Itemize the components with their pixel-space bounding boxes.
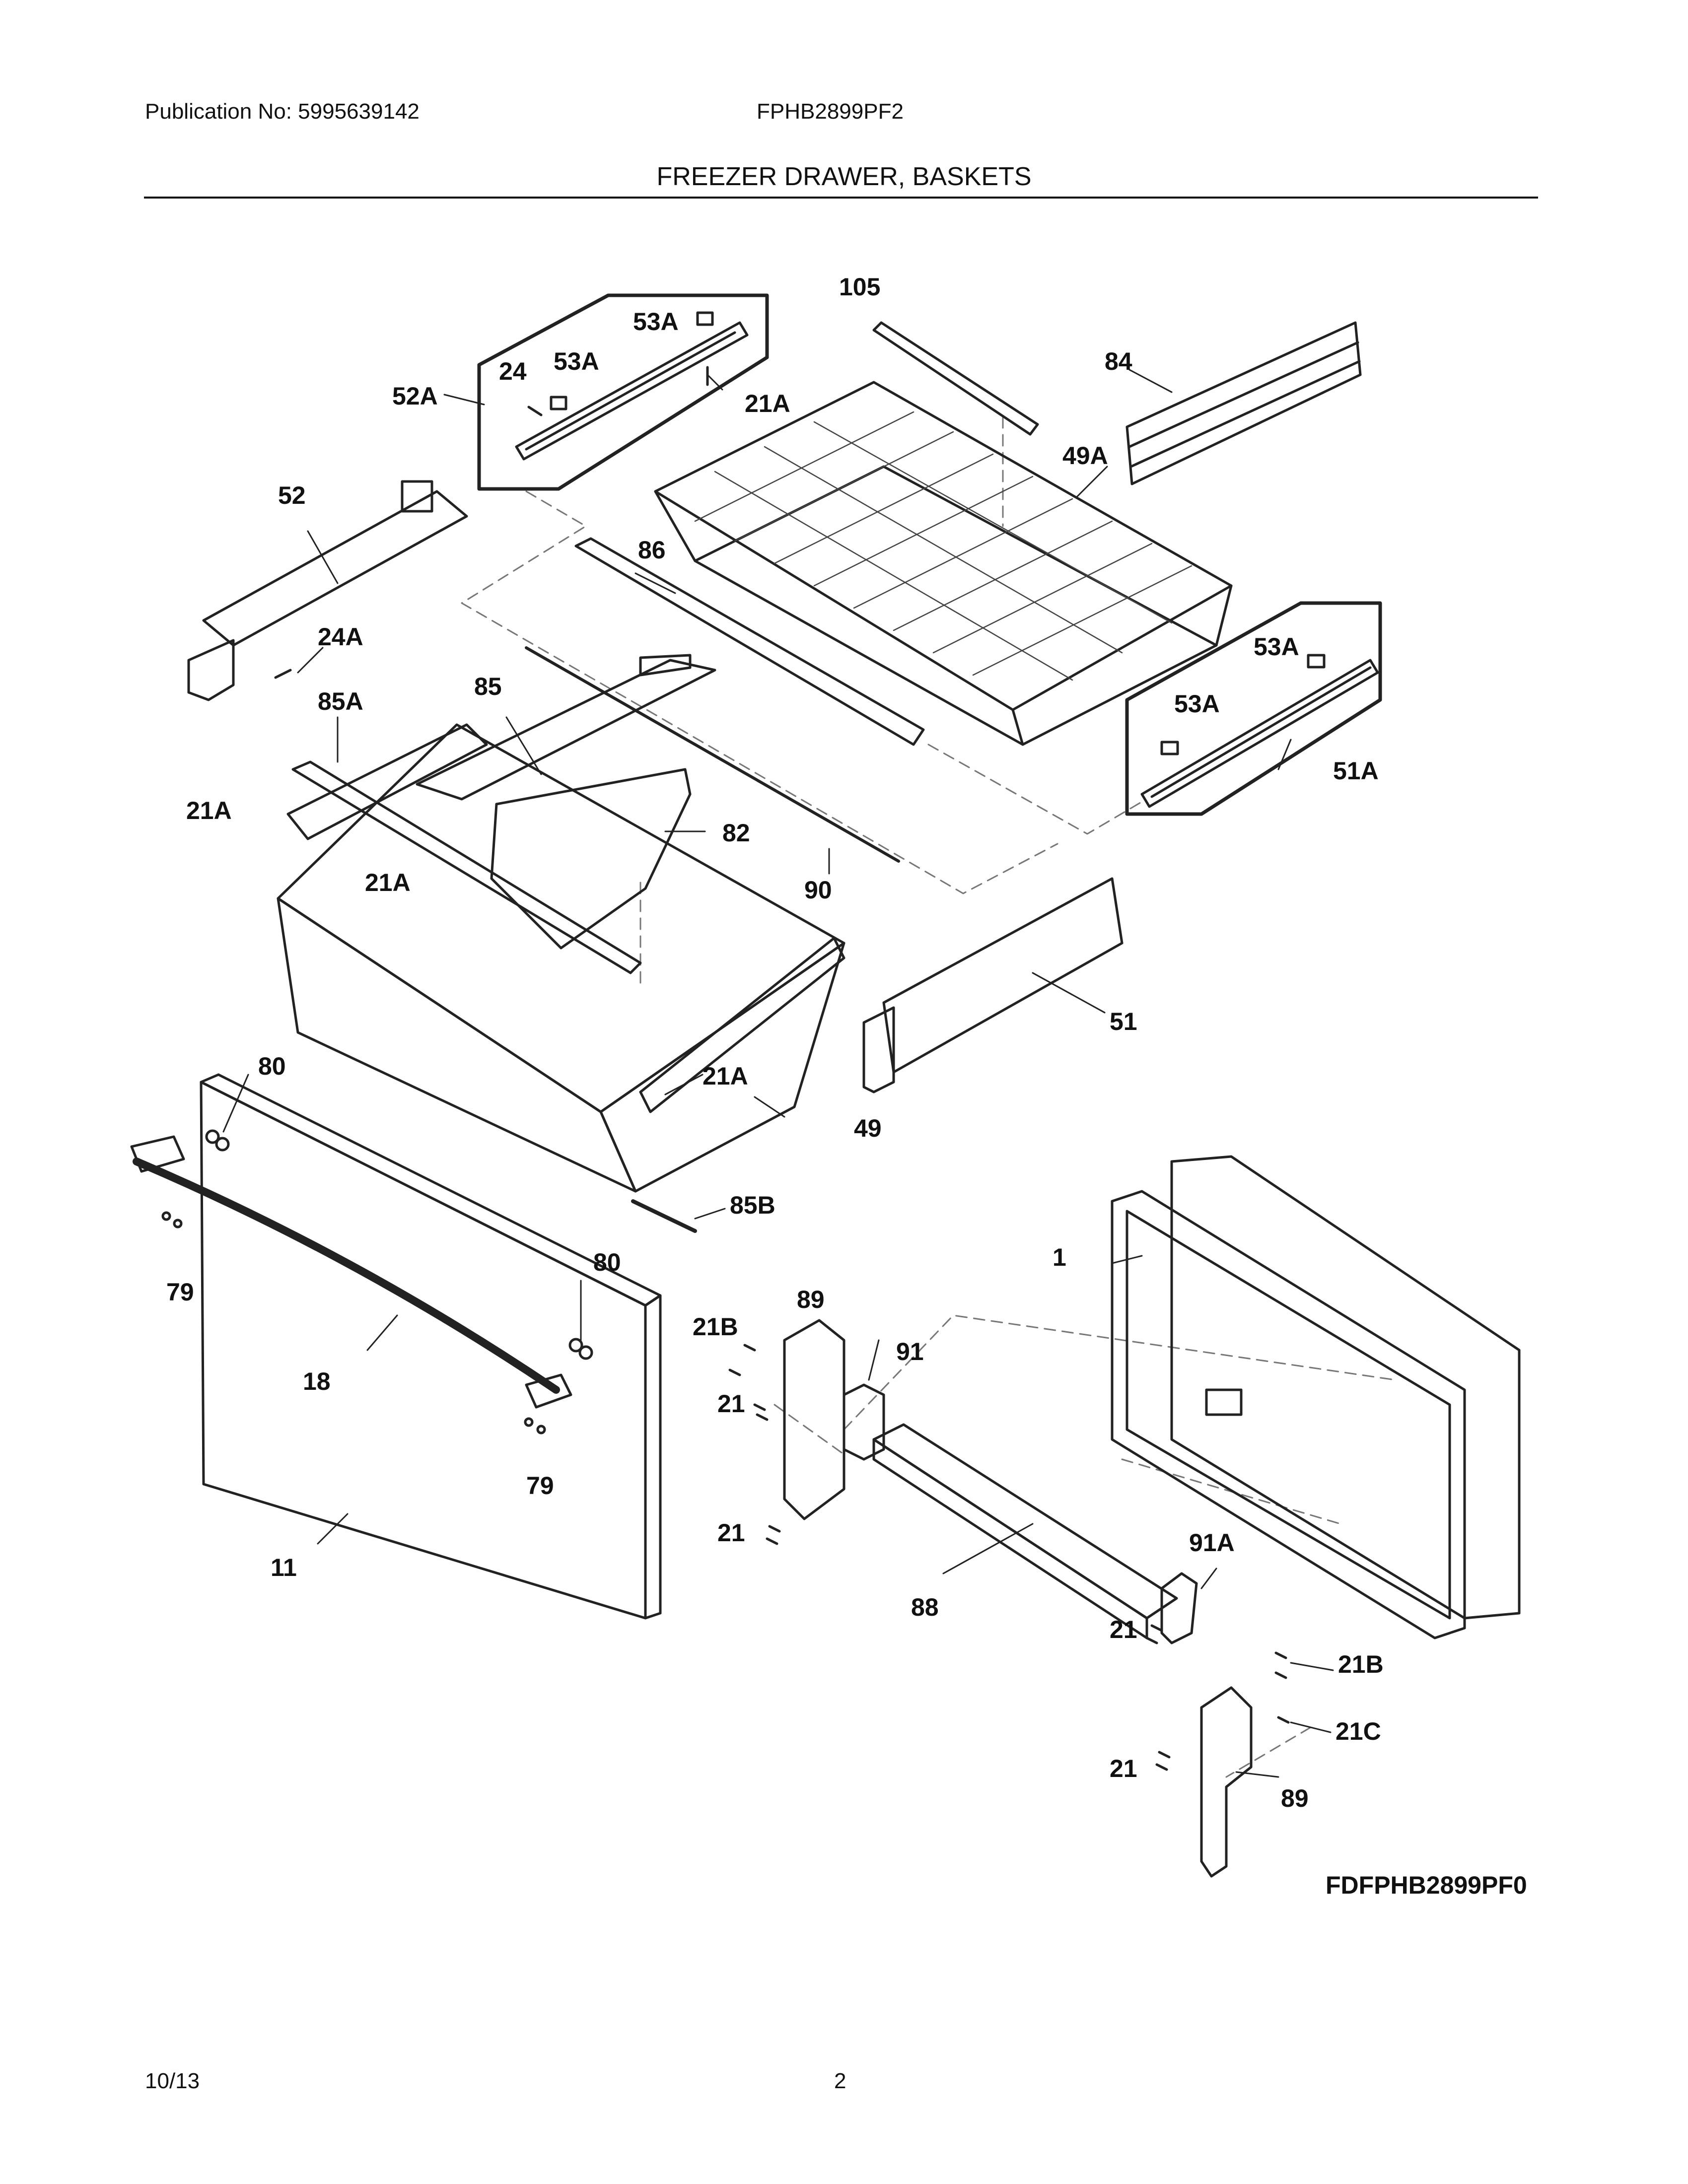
callout-51a: 51A — [1333, 757, 1379, 785]
callout-80: 80 — [258, 1052, 286, 1080]
callout-105: 105 — [839, 273, 880, 301]
callout-21: 21 — [1110, 1616, 1137, 1643]
revision-date: 10/13 — [145, 2069, 200, 2093]
bracket-89-left — [783, 1319, 845, 1520]
model-number: FPHB2899PF2 — [757, 99, 904, 124]
callout-21a: 21A — [365, 869, 411, 896]
inset-box-52a — [477, 293, 769, 491]
callout-21: 21 — [1110, 1755, 1137, 1782]
rail-105 — [872, 321, 1039, 436]
clip-91 — [843, 1383, 885, 1461]
callout-11: 11 — [271, 1554, 297, 1581]
header-rule — [144, 197, 1538, 199]
callout-80: 80 — [593, 1248, 621, 1276]
trim-86 — [574, 537, 925, 746]
callout-91: 91 — [896, 1338, 924, 1365]
callout-91a: 91A — [1189, 1529, 1235, 1557]
callout-51: 51 — [1110, 1008, 1137, 1035]
callout-18: 18 — [303, 1367, 331, 1395]
screws-21-icon — [728, 1344, 1290, 1771]
clip-53a-icon — [1307, 654, 1326, 669]
door-liner-1 — [1111, 1155, 1521, 1639]
divider-84 — [1125, 321, 1362, 485]
callout-89: 89 — [797, 1286, 825, 1313]
callout-53a: 53A — [554, 347, 599, 375]
diagram-code: FDFPHB2899PF0 — [1326, 1871, 1527, 1899]
callout-90: 90 — [804, 876, 832, 904]
callout-24a: 24A — [318, 623, 363, 651]
divider-82 — [490, 768, 692, 950]
section-title: FREEZER DRAWER, BASKETS — [656, 162, 1032, 191]
callout-53a: 53A — [1174, 690, 1220, 718]
clip-53a-icon — [696, 311, 714, 326]
leader-lines — [222, 369, 1334, 1778]
callout-53a: 53A — [633, 308, 679, 336]
slide-rail-52 — [187, 480, 468, 701]
screw-24a-icon — [274, 669, 292, 679]
clip-53a-icon — [550, 396, 567, 410]
callout-89: 89 — [1281, 1784, 1309, 1812]
drawer-bin-49 — [277, 723, 845, 1193]
callout-82: 82 — [722, 819, 750, 847]
screw-24-icon — [527, 406, 543, 416]
callout-21: 21 — [717, 1390, 745, 1418]
rod-90 — [525, 646, 900, 863]
callout-88: 88 — [911, 1593, 939, 1621]
fasteners-80-79 — [161, 1129, 593, 1434]
drawer-front-11 — [200, 1073, 662, 1620]
callout-52a: 52A — [392, 382, 438, 410]
bracket-89-right — [1200, 1686, 1253, 1878]
callout-21b: 21B — [1338, 1650, 1384, 1678]
publication-number: Publication No: 5995639142 — [145, 99, 420, 124]
callout-49a: 49A — [1062, 442, 1108, 470]
page-number: 2 — [834, 2069, 846, 2093]
callout-84: 84 — [1105, 347, 1132, 375]
callout-79: 79 — [526, 1472, 554, 1500]
clip-91a — [1160, 1572, 1198, 1644]
callout-53a: 53A — [1254, 633, 1299, 661]
assembly-guide-lines — [461, 416, 1396, 1778]
callout-21a: 21A — [703, 1062, 748, 1090]
callout-85a: 85A — [318, 687, 363, 715]
handle-18 — [130, 1135, 572, 1409]
callout-21c: 21C — [1336, 1717, 1381, 1745]
clip-53a-icon — [1160, 741, 1179, 755]
callout-1: 1 — [1053, 1243, 1066, 1271]
slide-rail-51 — [862, 877, 1124, 1093]
callout-52: 52 — [278, 481, 306, 509]
strip-85b — [631, 1199, 697, 1233]
callout-85b: 85B — [730, 1191, 775, 1219]
callout-85: 85 — [474, 673, 502, 700]
inset-box-51a — [1125, 601, 1382, 816]
wire-basket-49a — [654, 381, 1233, 746]
callout-79: 79 — [166, 1278, 194, 1306]
callout-49: 49 — [854, 1114, 882, 1142]
callout-21a: 21A — [186, 797, 232, 824]
callout-24: 24 — [499, 357, 527, 385]
callout-21: 21 — [717, 1519, 745, 1547]
callout-21a: 21A — [745, 390, 790, 417]
divider-bar-85 — [416, 654, 716, 801]
bar-85a — [291, 760, 642, 974]
callout-86: 86 — [638, 536, 666, 564]
callout-21b: 21B — [693, 1313, 738, 1341]
